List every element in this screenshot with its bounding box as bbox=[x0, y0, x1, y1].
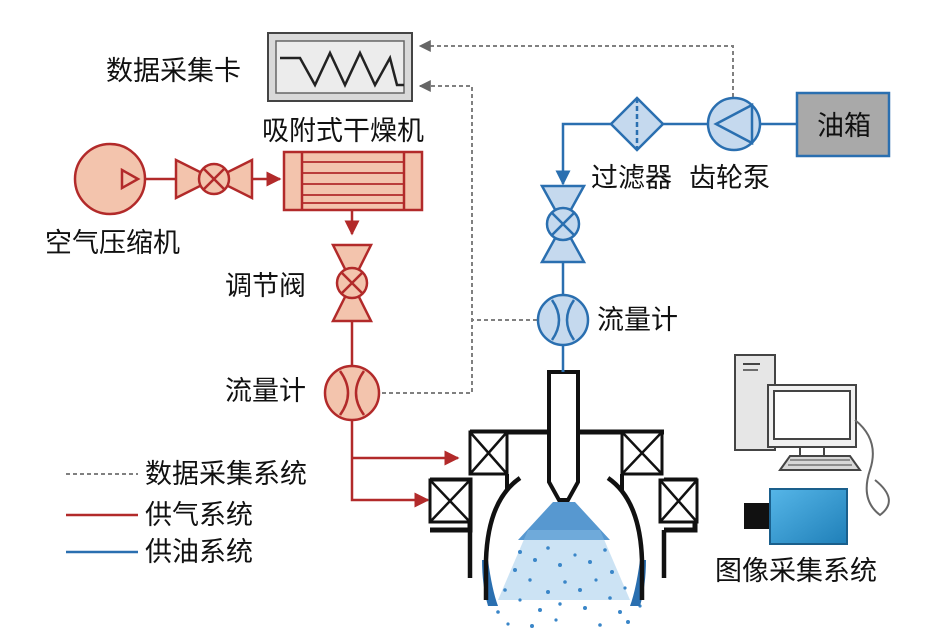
filter-icon bbox=[609, 96, 665, 152]
air-lines bbox=[145, 171, 460, 508]
oil-tank-icon bbox=[795, 91, 891, 158]
flowmeter-icon bbox=[536, 293, 590, 347]
dryer-label: 吸附式干燥机 bbox=[262, 116, 424, 147]
data-line-oil-flowmeter bbox=[418, 80, 537, 321]
combustor-icon bbox=[428, 370, 699, 628]
regulating-valve-icon bbox=[330, 243, 374, 323]
data-line-air-flowmeter bbox=[382, 320, 473, 394]
legend-label-oil: 供油系统 bbox=[145, 537, 253, 568]
data-line-pump bbox=[418, 40, 734, 97]
image-system-label: 图像采集系统 bbox=[715, 556, 877, 587]
daq-card-label: 数据采集卡 bbox=[106, 56, 241, 87]
regulating-valve-label: 调节阀 bbox=[225, 271, 306, 302]
air-flowmeter-label: 流量计 bbox=[225, 376, 306, 407]
filter-label: 过滤器 bbox=[591, 163, 672, 194]
data-lines bbox=[382, 40, 734, 394]
compressor-icon bbox=[73, 142, 147, 216]
valve-icon bbox=[539, 184, 587, 264]
spray bbox=[498, 502, 630, 600]
legend-label-air: 供气系统 bbox=[145, 500, 253, 531]
camera-icon bbox=[744, 488, 848, 545]
camera-cable bbox=[854, 419, 890, 517]
daq-card-icon bbox=[267, 32, 413, 102]
horizontal-valve-icon bbox=[174, 157, 254, 201]
legend: 数据采集系统 供气系统 供油系统 bbox=[66, 459, 307, 568]
air-flowmeter-icon bbox=[323, 364, 381, 422]
dryer-icon bbox=[282, 150, 424, 212]
gear-pump-icon bbox=[706, 96, 762, 152]
oil-flowmeter-label: 流量计 bbox=[597, 305, 678, 336]
legend-label-data: 数据采集系统 bbox=[145, 459, 307, 490]
compressor-label: 空气压缩机 bbox=[45, 228, 180, 259]
computer-icon bbox=[734, 354, 862, 471]
oil-lines bbox=[555, 122, 797, 370]
oil-tank-label: 油箱 bbox=[817, 111, 871, 142]
gear-pump-label: 齿轮泵 bbox=[689, 163, 770, 194]
